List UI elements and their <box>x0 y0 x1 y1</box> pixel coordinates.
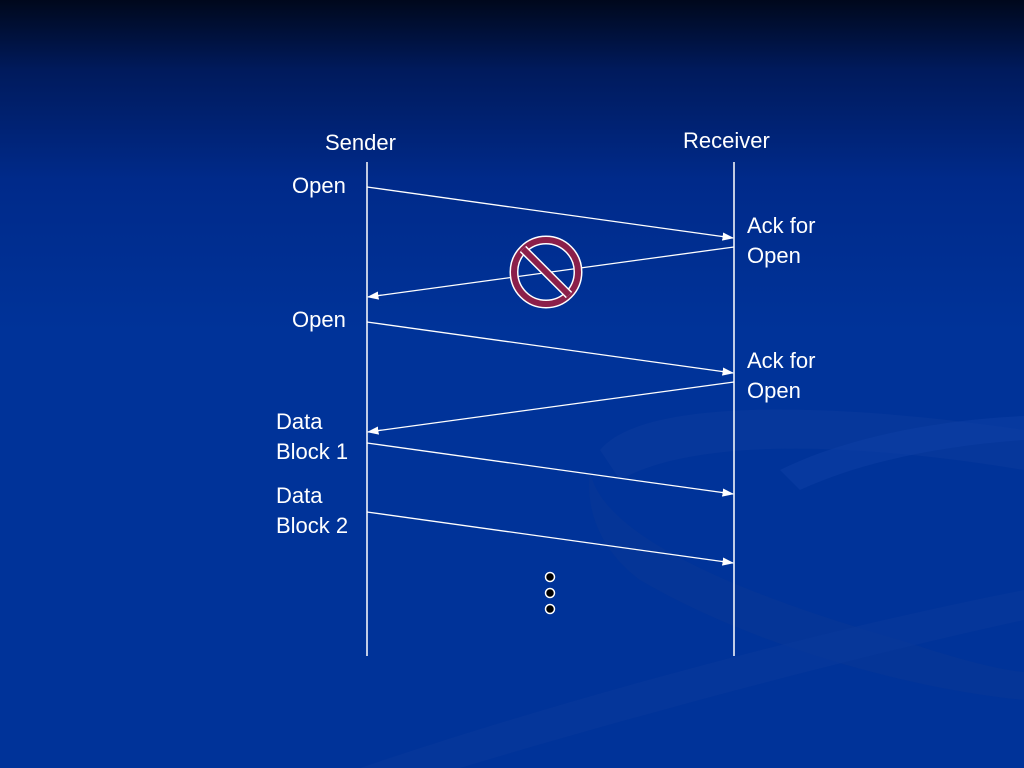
message-arrow-ack-2 <box>366 381 735 435</box>
message-label-ack-2: Ack for Open <box>747 348 816 403</box>
message-arrow-data-2 <box>366 511 735 566</box>
message-label-open-2: Open <box>292 307 346 332</box>
ellipsis-dots-icon <box>544 571 556 615</box>
message-arrow-open-2 <box>366 321 735 376</box>
message-label-ack-1: Ack for Open <box>747 213 816 268</box>
message-label-data-2: Data Block 2 <box>276 483 349 538</box>
message-label-open-1: Open <box>292 173 346 198</box>
no-entry-icon <box>509 235 583 309</box>
message-arrow-data-1 <box>366 442 735 497</box>
sender-heading: Sender <box>325 130 396 155</box>
message-arrow-open-1 <box>366 186 735 241</box>
receiver-heading: Receiver <box>683 128 770 153</box>
message-label-data-1: Data Block 1 <box>276 409 349 464</box>
